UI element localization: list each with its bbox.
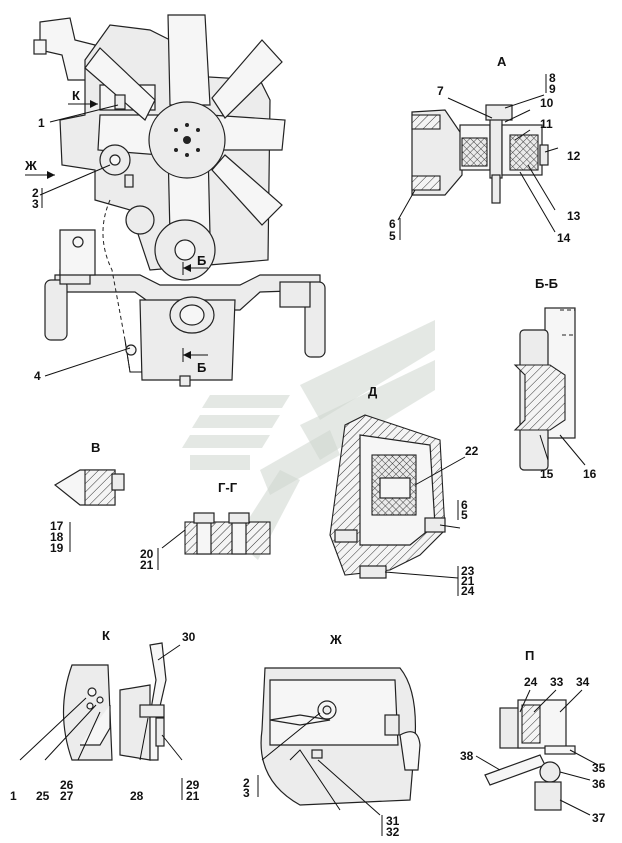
- callout-38: 38: [460, 749, 474, 763]
- callout-1k: 1: [10, 789, 17, 803]
- callout-2: 2: [32, 186, 39, 200]
- callout-4: 4: [34, 369, 41, 383]
- callout-28: 28: [130, 789, 144, 803]
- view-k-drawing: [19, 642, 183, 800]
- callout-6d: 6: [461, 498, 468, 512]
- callout-33: 33: [550, 675, 564, 689]
- view-gg-title: Г-Г: [218, 480, 238, 495]
- callout-12: 12: [567, 149, 581, 163]
- view-p-drawing: [475, 689, 599, 816]
- callout-32: 32: [386, 825, 400, 839]
- view-zh-title: Ж: [329, 632, 342, 647]
- callout-25: 25: [36, 789, 50, 803]
- callout-21k: 21: [186, 789, 200, 803]
- callout-9: 9: [549, 82, 556, 96]
- callout-36: 36: [592, 777, 606, 791]
- callout-17: 17: [50, 519, 64, 533]
- arrow-b-lower-label: Б: [197, 360, 206, 375]
- view-bb-title: Б-Б: [535, 276, 558, 291]
- view-p-title: П: [525, 648, 534, 663]
- view-k-title: К: [102, 628, 110, 643]
- view-gg-drawing: [157, 512, 271, 570]
- engine-front-view: [25, 14, 326, 387]
- callout-27: 27: [60, 789, 74, 803]
- arrow-b-upper-label: Б: [197, 253, 206, 268]
- callout-26: 26: [60, 778, 74, 792]
- view-d-title: Д: [368, 384, 378, 399]
- callout-37: 37: [592, 811, 606, 825]
- callout-16: 16: [583, 467, 597, 481]
- callout-5d: 5: [461, 508, 468, 522]
- callout-23: 23: [461, 564, 475, 578]
- callout-13: 13: [567, 209, 581, 223]
- callout-35: 35: [592, 761, 606, 775]
- watermark-logo: [182, 320, 435, 560]
- callout-10: 10: [540, 96, 554, 110]
- callout-19: 19: [50, 541, 64, 555]
- callout-7: 7: [437, 84, 444, 98]
- callout-6a: 6: [389, 217, 396, 231]
- callout-20: 20: [140, 547, 154, 561]
- callout-3zh: 3: [243, 786, 250, 800]
- callout-5a: 5: [389, 229, 396, 243]
- callout-24d: 24: [461, 584, 475, 598]
- callout-29: 29: [186, 778, 200, 792]
- arrow-k-label: К: [72, 88, 80, 103]
- view-a-drawing: [397, 74, 559, 240]
- callout-1: 1: [38, 116, 45, 130]
- view-v-drawing: [53, 469, 125, 552]
- callout-15: 15: [540, 467, 554, 481]
- callout-18: 18: [50, 530, 64, 544]
- callout-11: 11: [540, 117, 553, 131]
- callout-3: 3: [32, 197, 39, 211]
- view-zh-drawing: [257, 667, 421, 836]
- callout-21g: 21: [140, 558, 154, 572]
- callout-30: 30: [182, 630, 196, 644]
- view-bb-drawing: [513, 307, 586, 471]
- arrow-zh-label: Ж: [24, 158, 37, 173]
- callout-34: 34: [576, 675, 590, 689]
- view-v-title: В: [91, 440, 100, 455]
- view-d-drawing: [329, 414, 466, 596]
- callout-24p: 24: [524, 675, 538, 689]
- callout-8: 8: [549, 71, 556, 85]
- view-a-title: А: [497, 54, 507, 69]
- callout-22: 22: [465, 444, 479, 458]
- callout-2zh: 2: [243, 776, 250, 790]
- callout-21d: 21: [461, 574, 475, 588]
- callout-31: 31: [386, 814, 400, 828]
- callout-14: 14: [557, 231, 571, 245]
